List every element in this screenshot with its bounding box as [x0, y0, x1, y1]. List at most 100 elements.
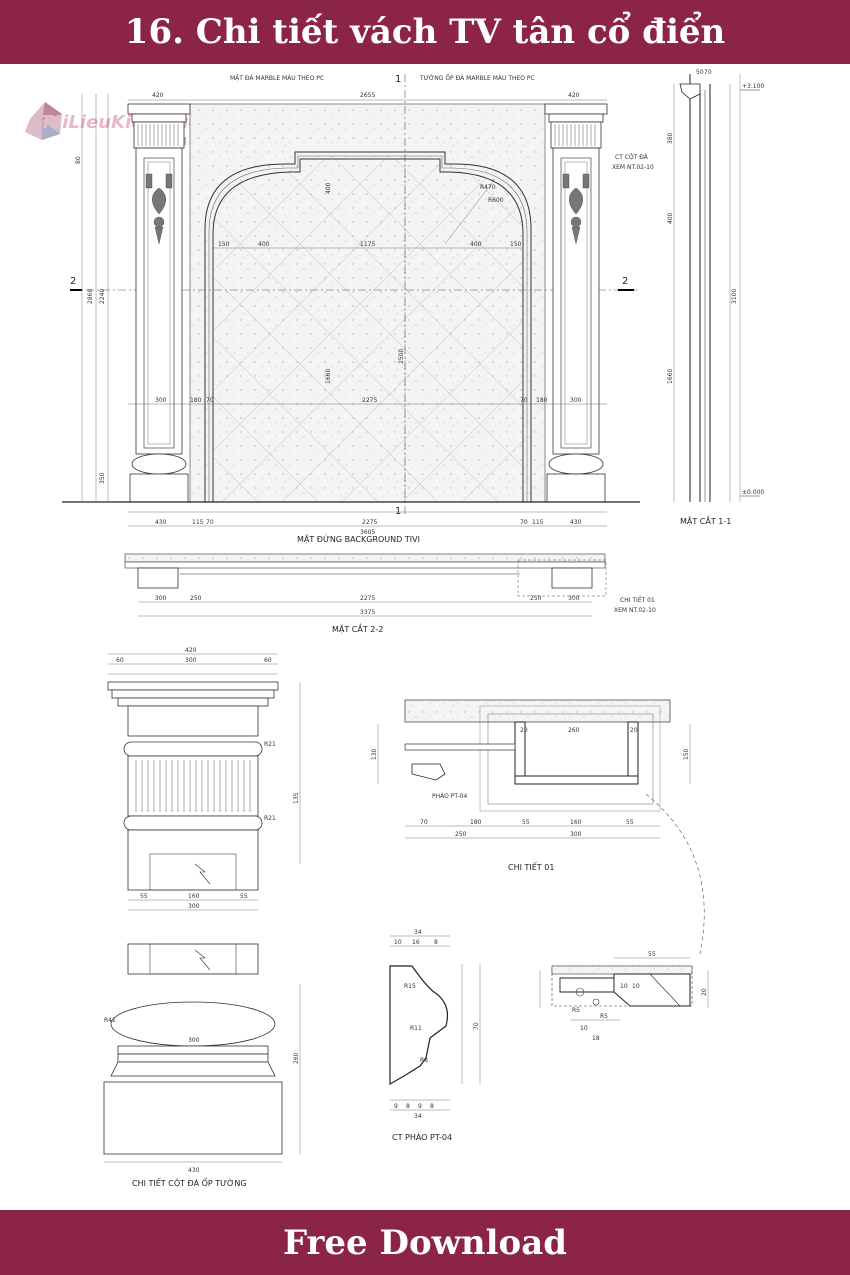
dim-label: 2500: [398, 349, 405, 364]
radius-label: R11: [410, 1025, 422, 1032]
dim-label: 55: [626, 819, 634, 826]
right-column: [544, 103, 608, 503]
free-download-label[interactable]: Free Download: [282, 1222, 568, 1263]
section-marker-1-top: 1: [395, 74, 401, 85]
elevation-title: MẶT ĐỨNG BACKGROUND TIVI: [297, 533, 420, 545]
dim-label: 18: [592, 1035, 600, 1042]
dim-label: 300: [188, 1037, 200, 1044]
dim-label: 20: [701, 988, 708, 996]
note-column: CT CỘT ĐÁ: [615, 154, 649, 161]
dim-label: 160: [570, 819, 582, 826]
dim-label: 2860: [87, 289, 94, 304]
dim-label: 10: [632, 983, 640, 990]
dim-label: 2240: [99, 289, 106, 304]
header-banner: 16. Chi tiết vách TV tân cổ điển: [0, 0, 850, 64]
molding-pt04: 34 10 16 8 R15 R11 R8 9 8 9 8 34 70 CT P…: [389, 929, 481, 1142]
dim-label: 3100: [731, 289, 738, 304]
arch-molding: [204, 151, 532, 502]
dim-total: 3375: [360, 609, 375, 616]
dim-label: 70: [206, 519, 214, 526]
dim-label: 70: [520, 397, 528, 404]
dim-label: 8: [430, 1103, 434, 1110]
dim-total: 3605: [360, 529, 375, 536]
dim-label: 2275: [362, 519, 377, 526]
dim-label: 300: [155, 397, 167, 404]
dim-label: 115: [192, 519, 204, 526]
radius-label: R470: [480, 184, 496, 191]
dim-label: 160: [188, 893, 200, 900]
section-1-1: +3.100 ±0.000 50 70 380 400 1660 3100 MẶ…: [667, 69, 764, 527]
enlarged-detail: 55 20 R5 R5 10 18 10 10: [539, 951, 709, 1042]
dim-label: 9: [394, 1103, 398, 1110]
dim-total: 300: [188, 903, 200, 910]
radius-label: R21: [264, 741, 276, 748]
elevation-view: 2 2 1 1: [62, 74, 654, 545]
dim-label: 1660: [667, 369, 674, 384]
dim-label: 300: [185, 657, 197, 664]
dim-label: 9: [418, 1103, 422, 1110]
dim-label: 150: [218, 241, 230, 248]
dim-label: 80: [75, 156, 82, 164]
note-marble-right: TƯỜNG ỐP ĐÁ MARBLE MÀU THEO PC: [419, 74, 535, 82]
dim-label: 115: [532, 519, 544, 526]
cad-drawing-sheet: TaiLieuKienTruc.Net 2 2 1 1: [0, 64, 850, 1210]
dim-label: 400: [258, 241, 270, 248]
dim-label: 150: [683, 748, 690, 760]
dim-total: 250: [455, 831, 467, 838]
dim-label: 10: [620, 983, 628, 990]
molding-label: PHÀO PT-04: [432, 793, 467, 800]
dim-label: 60: [264, 657, 272, 664]
dim-label: 20: [520, 727, 528, 734]
detail-01-title: CHI TIẾT 01: [508, 861, 554, 872]
dim-label: 250: [530, 595, 542, 602]
dim-label: 20: [630, 727, 638, 734]
dim-label: 1175: [360, 241, 375, 248]
dim-total: 430: [188, 1167, 200, 1174]
dim-label: 2275: [362, 397, 377, 404]
dim-label: 2655: [360, 92, 375, 99]
left-column: [127, 103, 191, 503]
dim-label: 300: [155, 595, 167, 602]
radius-label: R15: [404, 983, 416, 990]
dim-label: 300: [568, 595, 580, 602]
dim-label: 34: [414, 929, 422, 936]
note-column-ref: XEM NT.02-10: [612, 164, 654, 171]
detail-01: PHÀO PT-04 20 260 20 70 180 55 160 55 25…: [371, 699, 705, 955]
section-marker-1-bottom: 1: [395, 506, 401, 517]
wall-sconce-right-icon: [562, 173, 590, 245]
dim-label: 55: [648, 951, 656, 958]
level-top: +3.100: [742, 83, 764, 90]
dim-total: 300: [570, 831, 582, 838]
dim-label: 250: [190, 595, 202, 602]
dim-label: 350: [99, 472, 106, 484]
note-detail: CHI TIẾT 01: [620, 596, 655, 604]
dim-label: 380: [667, 132, 674, 144]
dim-label: 420: [152, 92, 164, 99]
dim-label: 180: [470, 819, 482, 826]
radius-label: R41: [104, 1017, 116, 1024]
dim-label: 180: [190, 397, 202, 404]
dim-label: 420: [568, 92, 580, 99]
dim-label: 70: [473, 1022, 480, 1030]
dim-label: 50: [696, 69, 704, 76]
dim-label: 430: [155, 519, 167, 526]
dim-label: 135: [293, 792, 300, 804]
dim-label: 400: [470, 241, 482, 248]
dim-label: 2275: [360, 595, 375, 602]
dim-label: 150: [510, 241, 522, 248]
section-2-2: 300 250 2275 250 300 3375 CHI TIẾT 01 XE…: [124, 553, 656, 635]
dim-total: 34: [414, 1113, 422, 1120]
dim-label: 8: [434, 939, 438, 946]
note-marble-left: MẶT ĐÁ MARBLE MÀU THEO PC: [230, 75, 324, 82]
dim-label: 10: [580, 1025, 588, 1032]
tv-niche: [212, 158, 524, 503]
column-detail: 420 60 300 60 55 160 55 300 R21 R21 R41 …: [103, 647, 301, 1188]
page-title: 16. Chi tiết vách TV tân cổ điển: [124, 12, 726, 52]
column-detail-title: CHI TIẾT CỘT ĐÁ ỐP TƯỜNG: [132, 1176, 247, 1188]
dim-label: 400: [325, 182, 332, 194]
detail-callout-arrow: [645, 793, 705, 955]
dim-label: 260: [568, 727, 580, 734]
section-marker-2-right: 2: [622, 276, 628, 287]
dim-label: 70: [206, 397, 214, 404]
radius-label: R5: [572, 1007, 580, 1014]
